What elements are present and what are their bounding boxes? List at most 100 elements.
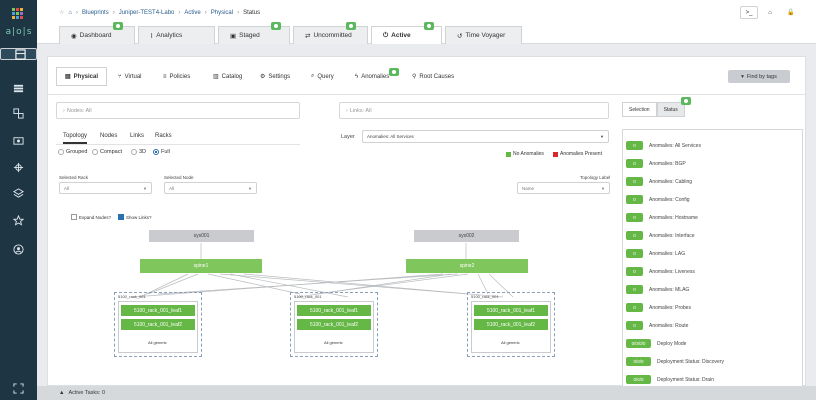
breadcrumb-blueprint[interactable]: Juniper-TEST4-Labo — [118, 9, 175, 16]
sub-tabs: ▤Physical ⑂Virtual ≡Policies ▥Catalog ⚙S… — [48, 57, 805, 95]
rack-1[interactable]: 5100_rack_001 5100_rack_001_leaf1 5100_r… — [114, 292, 202, 357]
home-button[interactable]: ⌂ — [761, 6, 779, 19]
selected-rack-select[interactable]: All▼ — [59, 182, 152, 194]
tab-selection[interactable]: Selection — [622, 102, 657, 117]
analytics-icon: ⌇ — [150, 32, 154, 40]
nav-blueprints[interactable] — [0, 48, 37, 60]
expand-icon — [13, 382, 24, 394]
leaf-node[interactable]: 5100_rack_001_leaf1 — [297, 305, 371, 316]
subtab-root-causes[interactable]: ⚲Root Causes — [412, 73, 455, 81]
layout-full[interactable]: Full — [153, 149, 170, 155]
nav-resources[interactable] — [0, 129, 37, 151]
view-tab-links[interactable]: Links — [130, 133, 145, 139]
tab-analytics[interactable]: ⌇Analytics — [138, 26, 215, 44]
leaf-node[interactable]: 5100_rack_001_leaf1 — [121, 305, 195, 316]
rack-3[interactable]: 5100_rack_001 5100_rack_001_leaf1 5100_r… — [467, 292, 555, 357]
active-tasks-label: Active Tasks: 0 — [68, 390, 106, 396]
tab-status[interactable]: Status — [656, 102, 685, 117]
bug-icon — [13, 162, 24, 172]
subtab-policies[interactable]: ≡Policies — [163, 73, 191, 80]
layer-select[interactable]: Anomalies: All Services▼ — [362, 130, 609, 143]
chevron-down-icon: ▼ — [601, 186, 605, 191]
breadcrumb: ☆ ⌂ › Blueprints › Juniper-TEST4-Labo › … — [59, 9, 261, 17]
nav-external-systems[interactable] — [0, 156, 37, 178]
selected-node-select[interactable]: All▼ — [164, 182, 257, 194]
active-tasks-bar[interactable]: ▲ Active Tasks: 0 — [37, 386, 816, 400]
external-node-sys002[interactable]: sys002 — [414, 230, 519, 242]
nav-expand[interactable] — [0, 377, 37, 399]
layout-3d[interactable]: 3D — [131, 149, 146, 155]
subtab-query[interactable]: ⌕Query — [311, 73, 334, 80]
find-by-tags-button[interactable]: ▾Find by tags — [728, 70, 790, 83]
spine-node-1[interactable]: spine1 — [140, 259, 262, 273]
view-tab-topology[interactable]: Topology — [63, 133, 88, 144]
leaf-node[interactable]: 5100_rack_001_leaf2 — [297, 319, 371, 330]
nodes-query-input[interactable]: › Nodes: All — [56, 102, 300, 119]
topology-links — [132, 243, 514, 298]
tab-staged[interactable]: ▣Staged — [218, 22, 290, 44]
spine-node-2[interactable]: spine2 — [406, 259, 528, 273]
view-tab-nodes[interactable]: Nodes — [100, 133, 118, 139]
breadcrumb-physical[interactable]: Physical — [210, 9, 234, 16]
query-icon: ⌕ — [311, 73, 315, 79]
legend-swatch-green — [506, 151, 511, 157]
nav-users[interactable] — [0, 238, 37, 260]
breadcrumb-active[interactable]: Active — [184, 9, 201, 16]
tab-time-voyager[interactable]: ↺Time Voyager — [445, 26, 522, 44]
tab-dashboard[interactable]: ◉Dashboard — [59, 22, 135, 44]
layout-compact[interactable]: Compact — [92, 149, 122, 155]
lock-button[interactable]: 🔓 — [782, 6, 800, 19]
nav-favorites[interactable] — [0, 209, 37, 231]
topology-label-select[interactable]: Name▼ — [517, 182, 610, 194]
devices-icon — [13, 84, 24, 92]
subtab-catalog[interactable]: ▥Catalog — [213, 73, 243, 81]
leaf-node[interactable]: 5100_rack_001_leaf1 — [474, 305, 548, 316]
catalog-icon: ▥ — [213, 74, 219, 80]
cli-button[interactable]: >_ — [740, 6, 758, 19]
logo-text: a|o|s — [5, 27, 33, 37]
external-node-sys001[interactable]: sys001 — [149, 230, 254, 242]
leaf-node[interactable]: 5100_rack_001_leaf2 — [121, 319, 195, 330]
subtab-settings[interactable]: ⚙Settings — [260, 73, 291, 81]
dashboard-icon: ◉ — [71, 32, 77, 40]
rack-2[interactable]: 5100_rack_001 5100_rack_001_leaf1 5100_r… — [290, 292, 378, 357]
nav-layers[interactable] — [0, 182, 37, 204]
layers-icon — [13, 187, 24, 198]
tab-active[interactable]: ⏻Active — [371, 22, 442, 44]
breadcrumb-blueprints[interactable]: Blueprints — [82, 9, 109, 16]
links-query-input[interactable]: › Links: All — [339, 102, 609, 119]
physical-icon: ▤ — [65, 74, 71, 80]
show-links-checkbox[interactable]: Show Links? — [118, 214, 152, 220]
star-icon — [13, 214, 24, 226]
subtab-physical[interactable]: ▤Physical — [56, 67, 108, 86]
star-icon[interactable]: ☆ — [59, 10, 65, 16]
home-icon: ⌂ — [768, 9, 772, 16]
subtab-virtual[interactable]: ⑂Virtual — [118, 73, 142, 80]
layout-grouped[interactable]: Grouped — [58, 149, 87, 155]
home-icon[interactable]: ⌂ — [68, 9, 73, 16]
leaf-node[interactable]: 5100_rack_001_leaf2 — [474, 319, 548, 330]
legend-anomalies-present: Anomalies Present — [553, 151, 602, 157]
nav-devices[interactable] — [0, 77, 37, 99]
expand-nodes-checkbox[interactable]: Expand Nodes? — [71, 214, 111, 220]
view-tab-racks[interactable]: Racks — [155, 133, 172, 139]
blueprint-icon — [15, 48, 26, 60]
tab-uncommitted[interactable]: ⇄Uncommitted — [293, 22, 368, 44]
pin-icon: ⚲ — [412, 74, 417, 80]
nav-design[interactable] — [0, 102, 37, 124]
